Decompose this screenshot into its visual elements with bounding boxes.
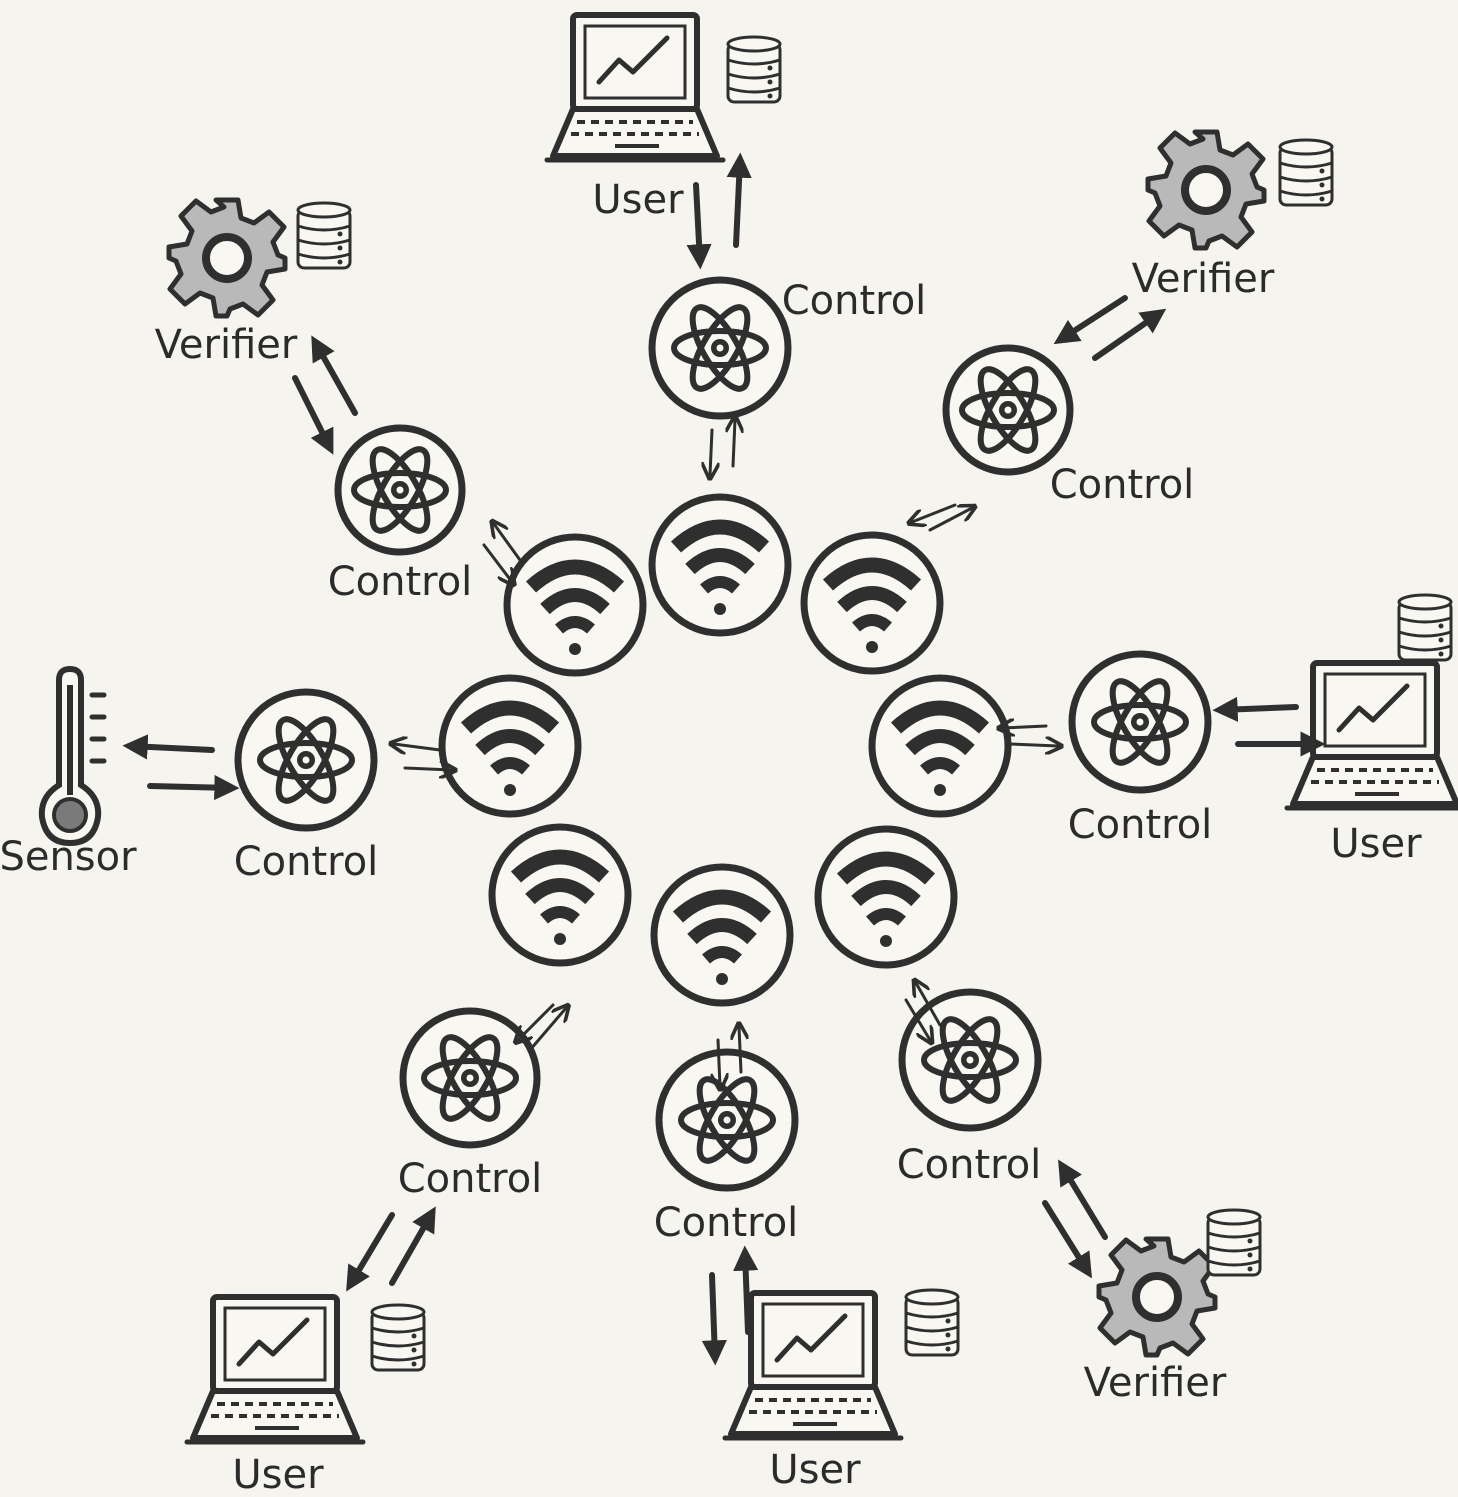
control-label: Control xyxy=(1050,462,1195,508)
control-node-bottom xyxy=(655,1048,799,1192)
laptop-chart-icon xyxy=(725,1293,901,1438)
arrow xyxy=(311,335,358,416)
user-node-right xyxy=(1287,593,1458,808)
arrow xyxy=(686,182,712,270)
control-label: Control xyxy=(234,839,379,885)
arrow xyxy=(726,152,752,248)
arrow xyxy=(389,1206,436,1286)
control-label: Control xyxy=(328,559,473,605)
user-label: User xyxy=(1330,821,1422,867)
arrow xyxy=(912,503,957,522)
sensor-label: Sensor xyxy=(0,834,137,880)
arrow xyxy=(733,420,735,468)
arrow xyxy=(147,774,240,801)
thermometer-icon xyxy=(42,669,104,843)
verifier-node-bottom-right xyxy=(1099,1208,1262,1355)
wifi-node-top xyxy=(648,493,792,637)
sensor-node xyxy=(42,669,104,843)
control-node-top-left xyxy=(334,424,466,556)
wifi-node-right xyxy=(868,674,1012,818)
database-icon xyxy=(1206,1208,1262,1277)
arrow xyxy=(1008,744,1058,746)
arrow xyxy=(494,524,522,562)
user-node-bottom-left xyxy=(187,1297,426,1442)
control-label: Control xyxy=(897,1142,1042,1188)
database-icon xyxy=(726,35,782,104)
control-label: Control xyxy=(398,1156,543,1202)
wifi-node-bottom-left xyxy=(488,823,632,967)
database-icon xyxy=(370,1303,426,1372)
arrow xyxy=(928,508,972,532)
hub-ring xyxy=(438,493,1012,1007)
arrow xyxy=(733,1245,759,1335)
arrow xyxy=(1053,295,1128,345)
arrow xyxy=(518,1003,555,1040)
control-node-left xyxy=(234,688,378,832)
user-label: User xyxy=(232,1452,324,1497)
control-label: Control xyxy=(782,278,927,324)
wifi-node-top-left xyxy=(503,533,647,677)
control-node-right xyxy=(1068,650,1212,794)
laptop-chart-icon xyxy=(1287,663,1458,808)
arrow xyxy=(403,768,452,770)
wifi-node-bottom xyxy=(650,863,794,1007)
gear-icon xyxy=(1148,132,1264,248)
arrow xyxy=(739,1027,741,1074)
arrow xyxy=(904,998,930,1040)
arrow xyxy=(346,1212,395,1292)
arrow xyxy=(528,1008,566,1052)
verifier-node-top-right xyxy=(1148,132,1334,248)
wifi-node-bottom-right xyxy=(814,825,958,969)
labels: User Control Verifier Verifier Control C… xyxy=(0,177,1422,1497)
arrow xyxy=(122,734,215,760)
user-node-bottom xyxy=(725,1288,960,1438)
database-icon xyxy=(296,201,352,270)
arrow xyxy=(1002,726,1048,728)
verifier-label: Verifier xyxy=(1132,256,1275,302)
arrow xyxy=(701,1272,727,1366)
arrow xyxy=(1212,696,1299,722)
user-node-top xyxy=(547,15,782,160)
control-node-bottom-right xyxy=(898,988,1042,1132)
arrow xyxy=(710,428,712,475)
database-icon xyxy=(1397,593,1453,662)
verifier-label: Verifier xyxy=(155,322,298,368)
control-label: Control xyxy=(654,1200,799,1246)
wifi-node-left xyxy=(438,674,582,818)
database-icon xyxy=(904,1288,960,1357)
arrow xyxy=(916,983,942,1027)
wifi-node-top-right xyxy=(800,531,944,675)
arrows xyxy=(122,152,1326,1366)
arrow xyxy=(482,543,512,582)
database-icon xyxy=(1278,138,1334,207)
laptop-chart-icon xyxy=(187,1297,363,1442)
gear-icon xyxy=(169,200,285,316)
arrow xyxy=(1058,1159,1108,1240)
verifier-label: Verifier xyxy=(1084,1360,1227,1406)
verifier-node-top-left xyxy=(169,200,352,316)
control-node-bottom-left xyxy=(399,1007,541,1149)
arrow xyxy=(394,744,442,750)
gear-icon xyxy=(1099,1239,1215,1355)
control-node-top xyxy=(648,276,792,420)
arrow xyxy=(718,1038,720,1086)
arrow xyxy=(292,375,334,455)
arrow xyxy=(1092,308,1167,361)
user-label: User xyxy=(769,1447,861,1493)
control-node-top-right xyxy=(942,344,1074,476)
laptop-chart-icon xyxy=(547,15,723,160)
control-label: Control xyxy=(1068,802,1213,848)
user-label: User xyxy=(592,177,684,223)
arrow xyxy=(1042,1200,1092,1279)
